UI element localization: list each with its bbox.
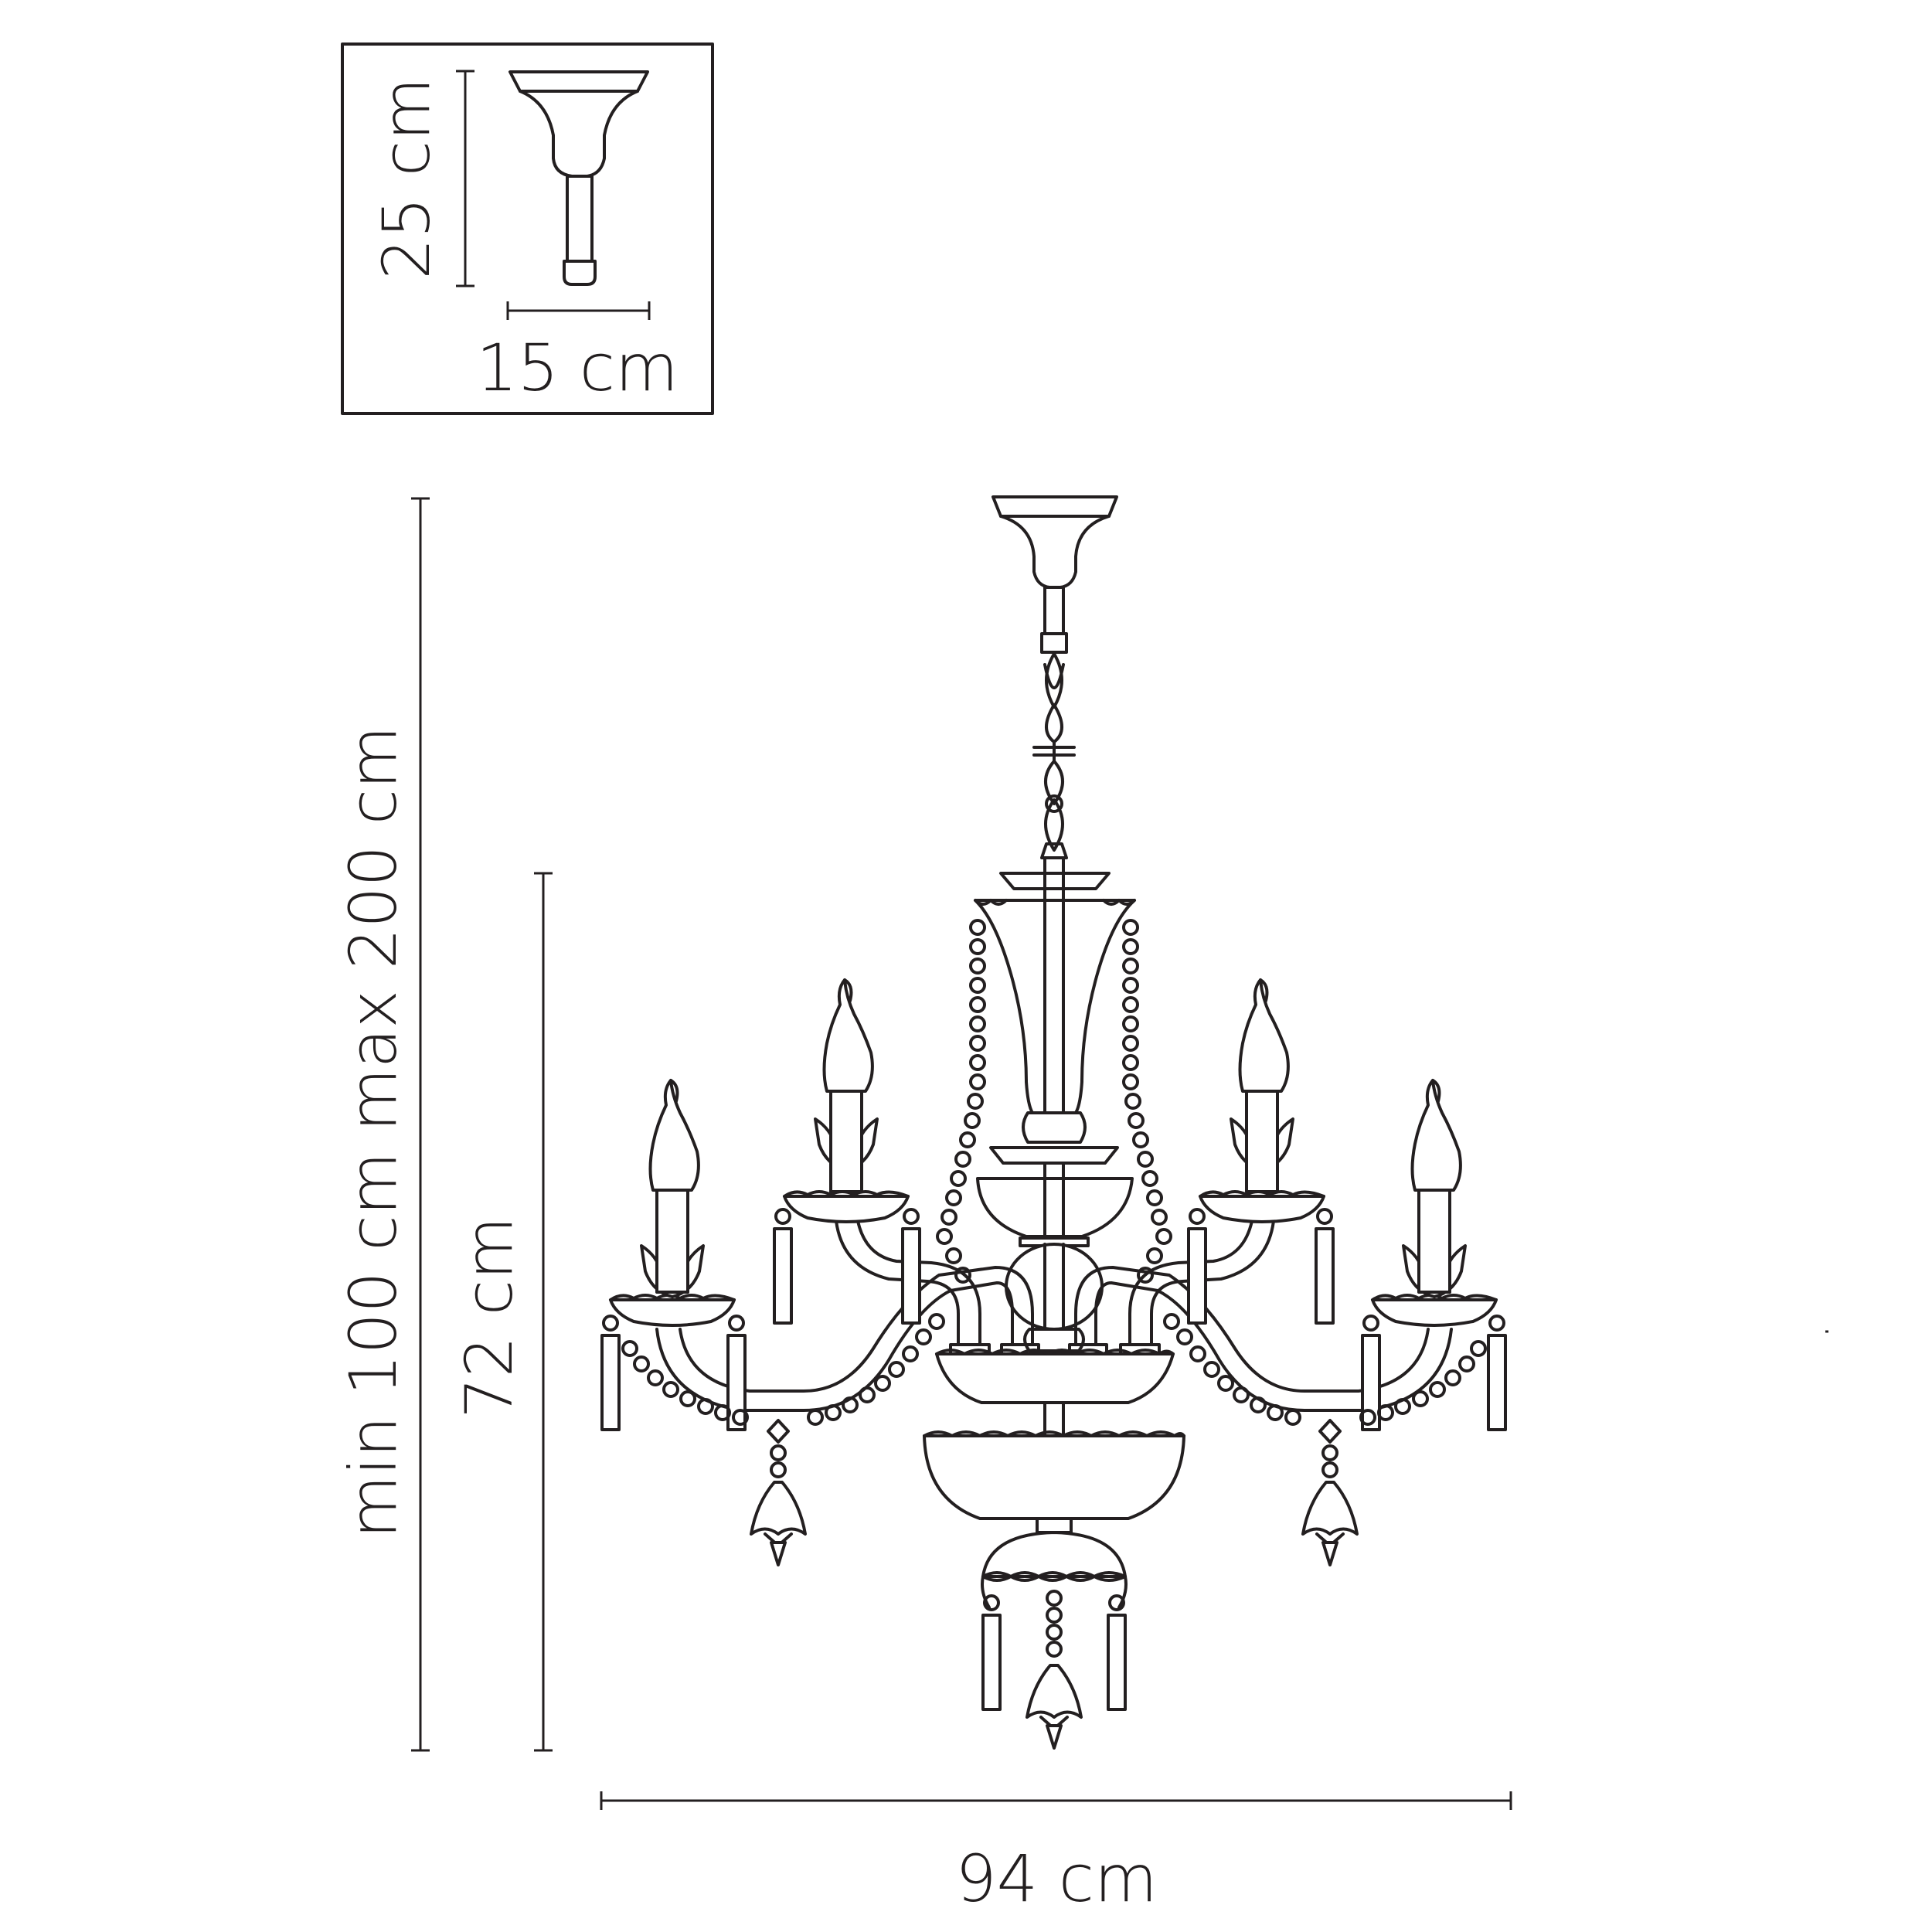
bead-garlands-icon bbox=[621, 919, 1487, 1658]
candle-outer-right-icon bbox=[1371, 1079, 1498, 1327]
overall-height-dimension bbox=[411, 497, 430, 1752]
canopy-inset: 25 cm 15 cm bbox=[341, 43, 714, 415]
lower-bowl-icon bbox=[923, 1430, 1185, 1534]
central-column-icon bbox=[974, 856, 1136, 1352]
tulip-pendants-icon bbox=[750, 1419, 1359, 1750]
width-label: 94 cm bbox=[955, 1841, 1158, 1917]
width-dimension bbox=[600, 1791, 1512, 1810]
inset-height-dimension bbox=[456, 70, 474, 287]
inset-width-label: 15 cm bbox=[476, 330, 679, 406]
bottom-cap-icon bbox=[981, 1531, 1128, 1609]
ceiling-canopy-icon bbox=[992, 495, 1118, 589]
inset-height-label: 25 cm bbox=[369, 77, 444, 280]
chain-icon bbox=[1032, 586, 1076, 859]
inset-frame bbox=[341, 43, 714, 415]
chandelier-icon bbox=[600, 495, 1507, 1750]
candle-outer-left-icon bbox=[609, 1079, 736, 1327]
body-height-label: 72 cm bbox=[451, 1216, 527, 1419]
inset-width-dimension bbox=[506, 301, 651, 320]
upper-bowl-icon bbox=[935, 1349, 1175, 1437]
body-height-dimension bbox=[534, 872, 553, 1752]
crystal-prisms-icon bbox=[600, 1208, 1507, 1711]
candle-inner-left-icon bbox=[783, 978, 910, 1223]
inset-canopy-icon bbox=[509, 70, 649, 286]
candle-inner-right-icon bbox=[1199, 978, 1325, 1223]
overall-height-label: min 100 cm max 200 cm bbox=[335, 726, 411, 1539]
